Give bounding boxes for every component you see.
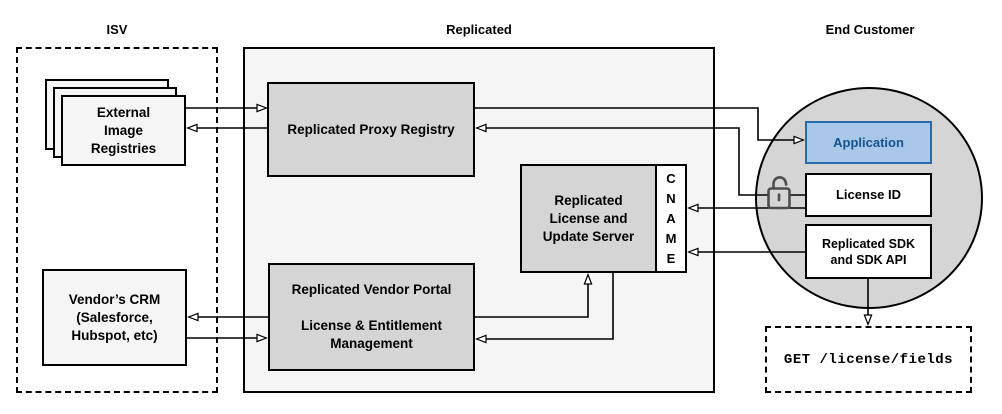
section-header-end-customer: End Customer	[825, 22, 915, 37]
vendor-portal-node: Replicated Vendor Portal License & Entit…	[268, 263, 475, 371]
application-node: Application	[805, 121, 932, 164]
license-id-node: License ID	[805, 173, 932, 217]
isv-boundary-box	[16, 47, 218, 393]
license-update-server-node: Replicated License and Update Server	[520, 164, 657, 273]
external-image-registries-node: External Image Registries	[61, 95, 186, 166]
replicated-sdk-node: Replicated SDK and SDK API	[805, 224, 932, 279]
proxy-registry-node: Replicated Proxy Registry	[267, 82, 475, 177]
cname-node: C N A M E	[655, 164, 687, 273]
section-header-isv: ISV	[106, 22, 128, 37]
vendor-crm-node: Vendor’s CRM (Salesforce, Hubspot, etc)	[42, 269, 187, 366]
get-license-fields-node: GET /license/fields	[765, 326, 972, 393]
section-header-replicated: Replicated	[446, 22, 512, 37]
